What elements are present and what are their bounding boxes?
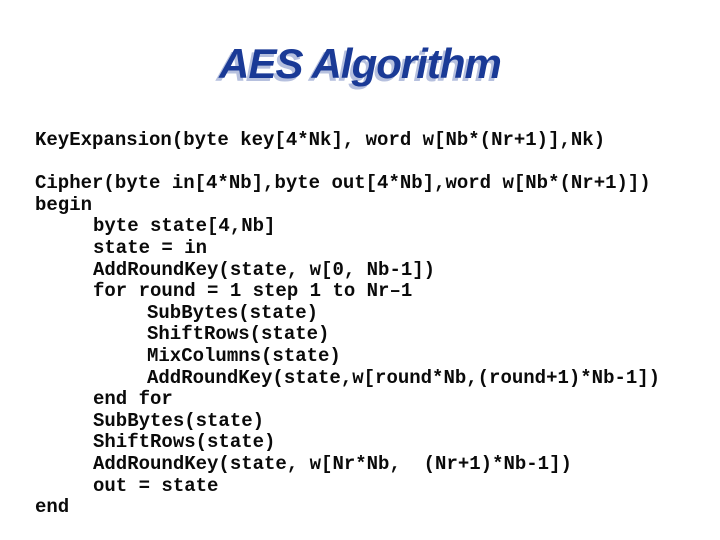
code-line: KeyExpansion(byte key[4*Nk], word w[Nb*(… (35, 129, 606, 151)
code-block: KeyExpansion(byte key[4*Nk], word w[Nb*(… (35, 129, 710, 519)
code-line: MixColumns(state) (147, 344, 341, 367)
code-line: end (35, 496, 70, 519)
code-line: AddRoundKey(state, w[Nr*Nb, (Nr+1)*Nb-1]… (93, 452, 572, 475)
code-line: AddRoundKey(state,w[round*Nb,(round+1)*N… (147, 366, 661, 389)
code-line: for round = 1 step 1 to Nr–1 (93, 280, 413, 303)
code-line: end for (93, 388, 173, 411)
code-line: byte state[4,Nb] (93, 215, 276, 238)
code-line: state = in (93, 236, 208, 259)
code-line: ShiftRows(state) (93, 431, 276, 454)
slide-title: AES Algorithm (219, 40, 502, 87)
code-line: AddRoundKey(state, w[0, Nb-1]) (93, 258, 436, 281)
code-line: ShiftRows(state) (147, 323, 330, 346)
code-line-blank (35, 152, 710, 174)
code-line: SubBytes(state) (147, 301, 319, 324)
code-line: SubBytes(state) (93, 409, 265, 432)
code-line: Cipher(byte in[4*Nb],byte out[4*Nb],word… (35, 172, 651, 195)
code-line: out = state (93, 474, 219, 497)
code-line: begin (35, 193, 93, 216)
